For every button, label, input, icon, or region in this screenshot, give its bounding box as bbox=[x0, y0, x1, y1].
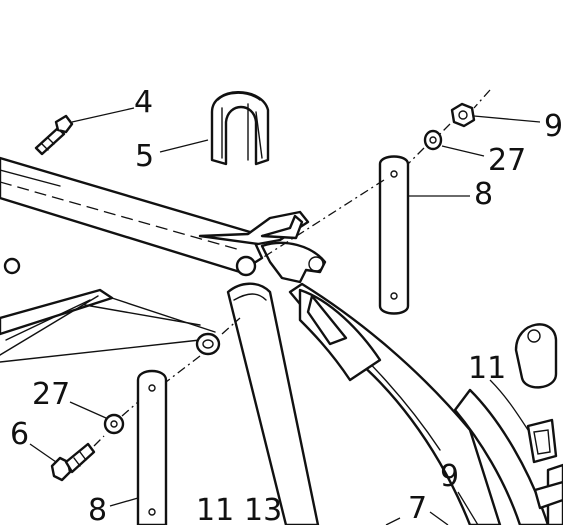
frame-lower-rails bbox=[0, 288, 216, 363]
mounting-bracket-right bbox=[514, 323, 558, 389]
callout-11-right: 11 bbox=[468, 351, 506, 386]
bushing bbox=[195, 332, 221, 356]
callout-27-left: 27 bbox=[32, 377, 70, 412]
callout-6: 6 bbox=[10, 417, 29, 452]
frame-right-member bbox=[453, 388, 563, 525]
link-plate-8-bottom bbox=[136, 369, 168, 525]
bolt-4 bbox=[34, 114, 74, 156]
callout-13: 13 bbox=[244, 493, 282, 525]
callout-labels: 4 5 9 27 8 11 27 6 8 11 13 7 9 bbox=[10, 85, 563, 525]
callout-11-bottom: 11 bbox=[196, 493, 234, 525]
callout-5: 5 bbox=[135, 139, 154, 174]
rubber-mount-5 bbox=[210, 91, 270, 166]
callout-27-top: 27 bbox=[488, 143, 526, 178]
frame-bracket bbox=[198, 210, 327, 284]
callout-9-top: 9 bbox=[544, 109, 563, 144]
bolt-6 bbox=[50, 442, 96, 482]
frame-downtube bbox=[226, 282, 502, 525]
callout-9-bottom: 9 bbox=[440, 459, 459, 494]
nut-9-top bbox=[450, 102, 476, 128]
link-plate-8-right bbox=[378, 155, 410, 315]
clip-11-right bbox=[526, 418, 558, 464]
washer-27-top bbox=[423, 129, 443, 151]
callout-8-right: 8 bbox=[474, 177, 493, 212]
callout-4: 4 bbox=[134, 85, 153, 120]
callout-8-bottom: 8 bbox=[88, 493, 107, 525]
callout-7: 7 bbox=[408, 491, 427, 525]
frame-tube bbox=[0, 156, 264, 275]
washer-27-left bbox=[103, 413, 125, 435]
